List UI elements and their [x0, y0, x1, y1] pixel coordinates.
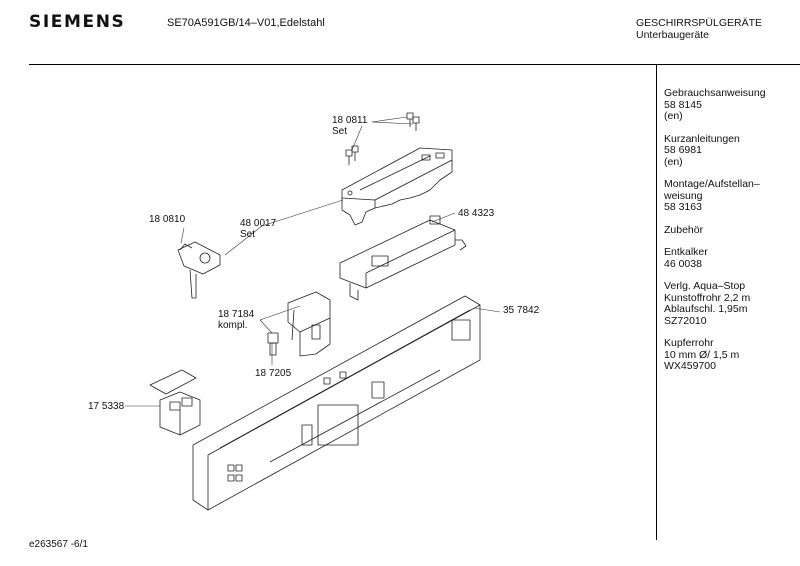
- mounting-bracket-part: [177, 241, 221, 299]
- top-bracket-part: [341, 147, 453, 226]
- sidebar-line: 58 3163: [664, 201, 702, 213]
- sidebar-line: 58 8145: [664, 98, 702, 111]
- part-label-187205: 18 7205: [255, 368, 292, 379]
- sidebar-line: (en): [664, 155, 683, 168]
- part-label-180811: 18 0811 Set: [332, 115, 367, 137]
- sidebar-group-accessories: Zubehör: [664, 223, 800, 237]
- sidebar-line: Kurzanleitungen: [664, 132, 740, 145]
- documents-sidebar: Gebrauchsanweisung 58 8145 (en) Kurzanle…: [664, 87, 800, 384]
- brand-logo: SIEMENS: [29, 12, 126, 32]
- sidebar-line: 58 6981: [664, 144, 702, 156]
- part-note: Set: [240, 229, 256, 240]
- sidebar-group-manual: Gebrauchsanweisung 58 8145 (en): [664, 87, 800, 123]
- sidebar-divider: [656, 64, 657, 540]
- sidebar-group-descaler: Entkalker 46 0038: [664, 246, 800, 270]
- sidebar-line: Entkalker: [664, 246, 708, 258]
- screw-set-part: [345, 112, 420, 165]
- part-note: Set: [332, 126, 348, 137]
- part-label-484323: 48 4323: [458, 208, 495, 219]
- part-number: 18 0811: [332, 115, 368, 126]
- sidebar-group-aquastop: Verlg. Aqua–Stop Kunstoffrohr 2,2 m Abla…: [664, 280, 800, 327]
- part-label-180810: 18 0810: [149, 214, 186, 225]
- sidebar-line: SZ72010: [664, 314, 707, 327]
- control-panel-frame-part: [192, 295, 481, 511]
- sidebar-line: Montage/Aufstellan–: [664, 178, 760, 190]
- model-title: SE70A591GB/14–V01,Edelstahl: [167, 17, 325, 29]
- part-label-480017: 48 0017 Set: [240, 218, 276, 240]
- sidebar-group-quickguide: Kurzanleitungen 58 6981 (en): [664, 132, 800, 169]
- category-line-2: Unterbaugeräte: [636, 29, 709, 41]
- sidebar-line: 10 mm Ø/ 1,5 m: [664, 348, 740, 361]
- part-number: 18 7184: [218, 309, 255, 320]
- sidebar-line: Verlg. Aqua–Stop: [664, 280, 746, 292]
- sidebar-line: Kunstoffrohr 2,2 m: [664, 291, 751, 304]
- document-number: e263567 -6/1: [29, 539, 88, 550]
- sidebar-line: Zubehör: [664, 223, 704, 236]
- header-divider: [29, 64, 800, 65]
- sidebar-line: WX459700: [664, 360, 716, 372]
- category-heading: GESCHIRRSPÜLGERÄTE Unterbaugeräte: [636, 17, 762, 41]
- part-label-357842: 35 7842: [503, 305, 540, 316]
- switch-assembly-part: [267, 291, 331, 357]
- sidebar-line: 46 0038: [664, 257, 702, 270]
- leader-lines: [125, 116, 501, 407]
- sidebar-line: (en): [664, 110, 683, 122]
- category-line-1: GESCHIRRSPÜLGERÄTE: [636, 17, 763, 29]
- sidebar-group-installation: Montage/Aufstellan– weisung 58 3163: [664, 178, 800, 214]
- sidebar-group-copperpipe: Kupferrohr 10 mm Ø/ 1,5 m WX459700: [664, 337, 800, 373]
- sidebar-line: Kupferrohr: [664, 337, 714, 349]
- sidebar-line: Gebrauchsanweisung: [664, 87, 766, 99]
- relay-part: [149, 369, 201, 436]
- part-note: kompl.: [218, 320, 248, 331]
- sidebar-line: weisung: [664, 189, 703, 202]
- sidebar-line: Ablaufschl. 1,95m: [664, 303, 748, 315]
- part-label-187184: 18 7184 kompl.: [218, 309, 254, 331]
- module-block-part: [339, 215, 467, 301]
- part-label-175338: 17 5338: [88, 401, 125, 412]
- part-number: 48 0017: [240, 218, 277, 229]
